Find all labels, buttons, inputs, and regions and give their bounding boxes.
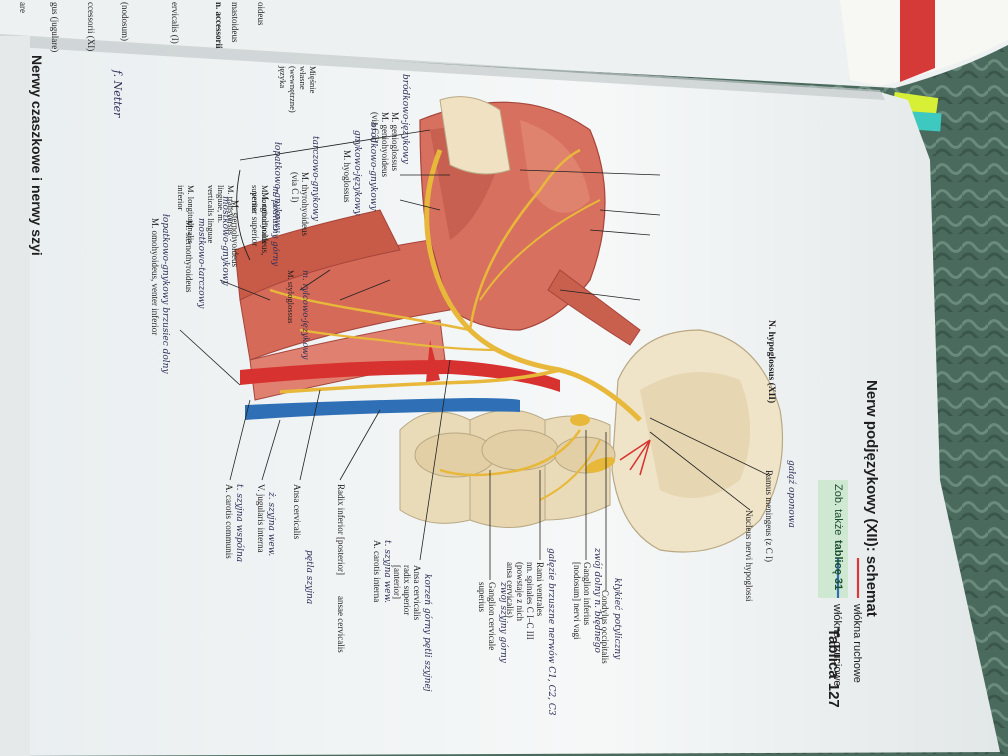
see-also-prefix: Zob. także	[832, 484, 844, 536]
label-m-long-inf-2: inferior	[176, 185, 186, 211]
facing-text-3: ccessorii (XI)	[86, 2, 96, 52]
handwritten-gnykowo-jez: gnykowo-językowy	[352, 130, 362, 216]
label-mm-linguae: Mięśnie	[308, 66, 318, 94]
leader-lines	[179, 129, 771, 590]
handwritten-wlasne: m. podłużny górny	[270, 186, 280, 267]
binding-strip	[0, 36, 30, 756]
facing-text-8: oideus	[256, 2, 266, 26]
handwritten-zwoj-dolny: zwój dolny n. błędnego	[592, 548, 602, 653]
label-m-styloglossus: M. styloglossus	[286, 270, 296, 324]
anatomical-illustration	[179, 96, 784, 590]
facing-text-5: ervicalis (I)	[170, 2, 180, 44]
label-ramus-meningeus: Ramus meningeus (z C I)	[764, 470, 774, 562]
label-m-omohyoideus-inferior: M. omohyoideus, venter inferior	[150, 218, 160, 336]
side-header: Nerwy czaszkowe i nerwy szyi	[29, 55, 45, 256]
handwritten-mostkowo-gn: mostkowo-gnykowy	[220, 196, 230, 286]
see-also-link[interactable]: tablicę 31	[832, 540, 844, 591]
label-ganglion-cervicale: Ganglion cervicale	[487, 582, 497, 651]
label-m-geniohyoideus: M. geniohyoideus	[380, 112, 390, 177]
handwritten-tarczowo: tarczowo-gnykowy	[310, 136, 320, 221]
see-also-box	[818, 480, 848, 598]
handwritten-styl: m. rylcowo-językowy	[300, 270, 310, 360]
label-m-thyrohyoideus: M. thyrohyoideus	[300, 172, 310, 236]
label-via-c1-b: (via C I)	[290, 172, 300, 203]
main-page	[0, 36, 1000, 756]
label-rami-ventrales-2: nn. spinales C I–C III	[525, 562, 535, 640]
label-ganglion-inferius-2: [nodosum] nervi vagi	[572, 562, 582, 640]
handwritten-lopatkowo-dolny: łopatkowo-gnykowy brzusiec dolny	[160, 214, 170, 374]
page-title: Nerw podjęzykowy (XII): schemat	[863, 380, 880, 617]
label-ansa-cervicalis: Ansa cervicalis	[412, 565, 422, 621]
label-carotis-interna: A. carotis interna	[372, 540, 382, 603]
label-m-long-sup: M. longitudinalis	[260, 185, 270, 244]
handwritten-zwoj-gorny: zwój szyjny górny	[498, 582, 508, 663]
label-rami-ventrales: Rami ventrales	[535, 562, 545, 617]
artery-vessel	[240, 360, 560, 392]
label-mm-linguae-3: (wewnętrzne)	[288, 66, 298, 113]
cervical-vertebrae	[399, 409, 616, 528]
label-radix-superior: radix superior	[402, 565, 412, 616]
label-m-genioglossus: M. genioglossus	[390, 112, 400, 172]
label-nucleus: Nucleus nervi hypoglossi	[744, 510, 754, 602]
facing-text-6: n. accessorii	[214, 2, 224, 49]
label-nerve: N. hypoglossus (XII)	[766, 320, 776, 404]
label-ansa-cervicalis-2: Ansa cervicalis	[292, 484, 302, 540]
handwritten-mostkowo-tarcz: mostkowo-tarczowy	[196, 218, 206, 309]
label-v-jugularis: V. jugularis interna	[256, 484, 266, 553]
handwritten-galezie: gałęzie brzuszne nerwów C1, C2, C3	[546, 548, 556, 716]
handwritten-petla: pętla szyjna	[304, 550, 314, 605]
label-m-hyoglossus: M. hyoglossus	[342, 150, 352, 203]
handwritten-klykiec: kłykieć potyliczny	[612, 578, 622, 660]
facing-page-red-tab	[900, 0, 935, 82]
facing-text-2: gus (jugulare)	[50, 2, 60, 53]
facing-page	[0, 0, 1008, 88]
handwritten-tetnica: t. szyjna wew.	[382, 540, 392, 604]
handwritten-korzen-gorny: korzeń górny pętli szyjnej	[422, 574, 432, 692]
facing-text-1: are	[18, 2, 28, 13]
label-rami-ventrales-3: (powstaje z nich	[515, 562, 525, 621]
gutter-shadow	[0, 34, 885, 100]
label-mm-linguae-2: własne	[298, 66, 308, 90]
handwritten-brodkowo-jez: bródkowo-językowy	[400, 74, 410, 164]
handwritten-tetnica-wspolna: t. szyjna wspólna	[234, 484, 244, 563]
handwritten-signature: f. Netter	[111, 70, 124, 118]
label-m-long-sup-2: superior	[250, 185, 260, 213]
vein-vessel	[245, 398, 520, 420]
facing-text-4: (nodosum)	[120, 2, 130, 41]
label-radix-superior-2: [anterior]	[392, 565, 402, 599]
handwritten-brodkowo-gn: bródkowo-gnykowy	[368, 122, 378, 211]
label-radix-inferior-2: ansae cervicalis	[336, 596, 346, 653]
label-a-carotis-communis: A. carotis communis	[224, 484, 234, 559]
label-ganglion-cervicale-2: superius	[477, 582, 487, 612]
label-mm-linguae-4: języka	[278, 66, 288, 89]
legend-motor-label: włókna ruchowe	[851, 604, 863, 683]
label-m-verticalis: verticalis linguae	[206, 185, 216, 244]
label-radix-inferior: Radix inferior [posterior]	[336, 484, 346, 575]
handwritten-zyla: ż. szyjna wew.	[266, 492, 276, 557]
handwritten-opona: gałąź oponowa	[786, 460, 796, 528]
label-ganglion-inferius: Ganglion inferius	[582, 562, 592, 626]
label-m-long-inf: M. longitudinalis	[186, 185, 196, 244]
mandible	[439, 96, 511, 175]
plate-number: Tablica 127	[825, 628, 842, 708]
facing-text-7: mastoideus	[230, 2, 240, 43]
